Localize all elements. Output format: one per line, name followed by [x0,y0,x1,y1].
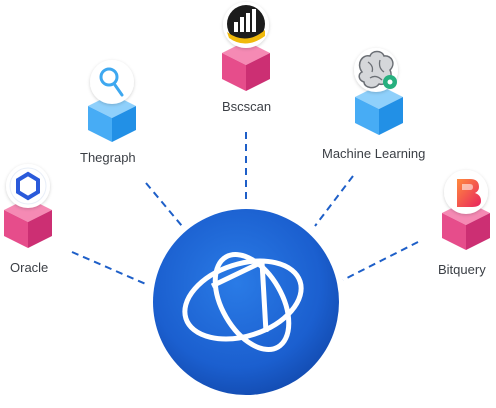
brain-gear-icon [354,48,398,92]
node-label-bitquery: Bitquery [438,262,486,277]
thegraph-icon [90,60,134,104]
node-bscscan [222,2,270,91]
cube-ml [355,85,403,135]
cube-bscscan [222,41,270,91]
node-thegraph [88,60,136,142]
node-ml [354,48,403,135]
bitquery-icon [444,170,488,214]
node-label-ml: Machine Learning [322,146,425,161]
node-bitquery [442,170,490,250]
connector-bitquery [342,241,419,281]
connector-oracle [71,251,149,286]
node-oracle [4,164,52,248]
chainlink-icon [6,164,50,208]
node-label-bscscan: Bscscan [222,99,271,114]
hub-logo [153,209,339,395]
bscscan-icon [223,2,269,48]
connector-thegraph [145,182,183,227]
node-label-thegraph: Thegraph [80,150,136,165]
node-label-oracle: Oracle [10,260,48,275]
connector-ml [314,175,354,227]
connectors [71,132,419,286]
